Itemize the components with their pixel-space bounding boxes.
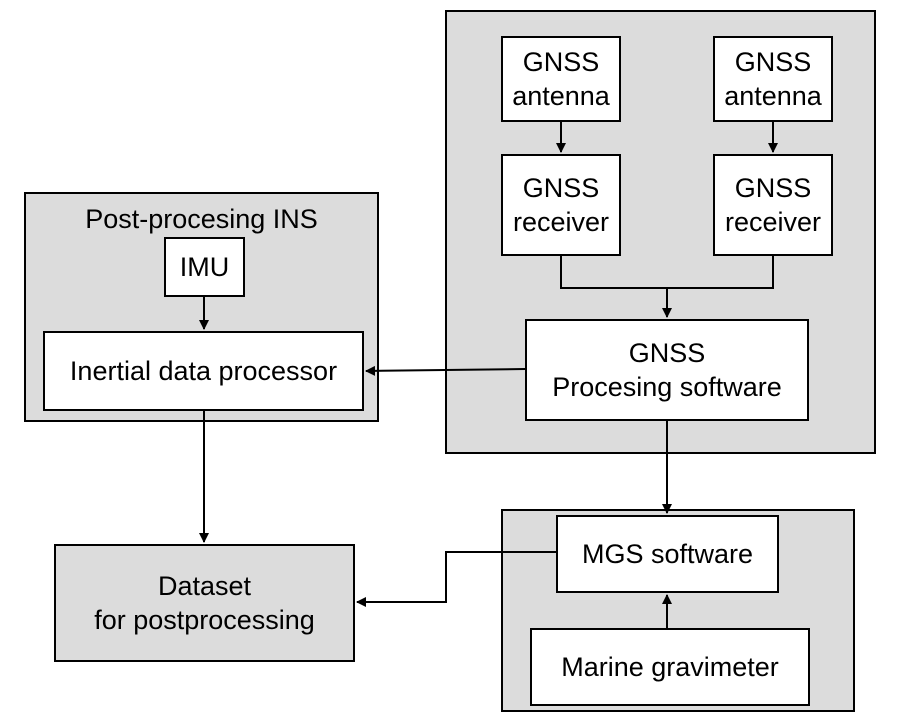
marine-gravimeter: Marine gravimeter	[530, 628, 810, 706]
dataset-line2: for postprocessing	[94, 605, 315, 635]
gnss-antenna-right-line2: antenna	[724, 81, 822, 111]
inertial-data-processor: Inertial data processor	[43, 331, 364, 411]
gnss-receiver-right-line1: GNSS	[734, 173, 812, 203]
gnss-receiver-left: GNSS receiver	[501, 154, 621, 256]
gnss-antenna-left: GNSS antenna	[501, 36, 621, 122]
gnss-processing-software-line2: Procesing software	[552, 372, 782, 402]
gnss-antenna-right: GNSS antenna	[713, 36, 833, 122]
gnss-antenna-left-line2: antenna	[512, 81, 610, 111]
imu-label: IMU	[179, 252, 230, 282]
gnss-receiver-right: GNSS receiver	[713, 154, 833, 256]
mgs-software-label: MGS software	[581, 539, 754, 569]
gnss-processing-software-line1: GNSS	[628, 338, 706, 368]
gnss-receiver-left-line2: receiver	[512, 207, 610, 237]
gnss-processing-software: GNSS Procesing software	[525, 319, 809, 421]
gnss-antenna-left-line1: GNSS	[522, 47, 600, 77]
dataset-for-postprocessing: Dataset for postprocessing	[54, 544, 355, 662]
gnss-antenna-right-line1: GNSS	[734, 47, 812, 77]
marine-gravimeter-label: Marine gravimeter	[561, 652, 779, 682]
inertial-data-processor-label: Inertial data processor	[69, 356, 338, 386]
imu-box: IMU	[164, 237, 245, 297]
mgs-software: MGS software	[556, 515, 779, 593]
dataset-line1: Dataset	[157, 571, 252, 601]
gnss-receiver-right-line2: receiver	[724, 207, 822, 237]
ins-group-title: Post-procesing INS	[85, 204, 318, 234]
gnss-receiver-left-line1: GNSS	[522, 173, 600, 203]
